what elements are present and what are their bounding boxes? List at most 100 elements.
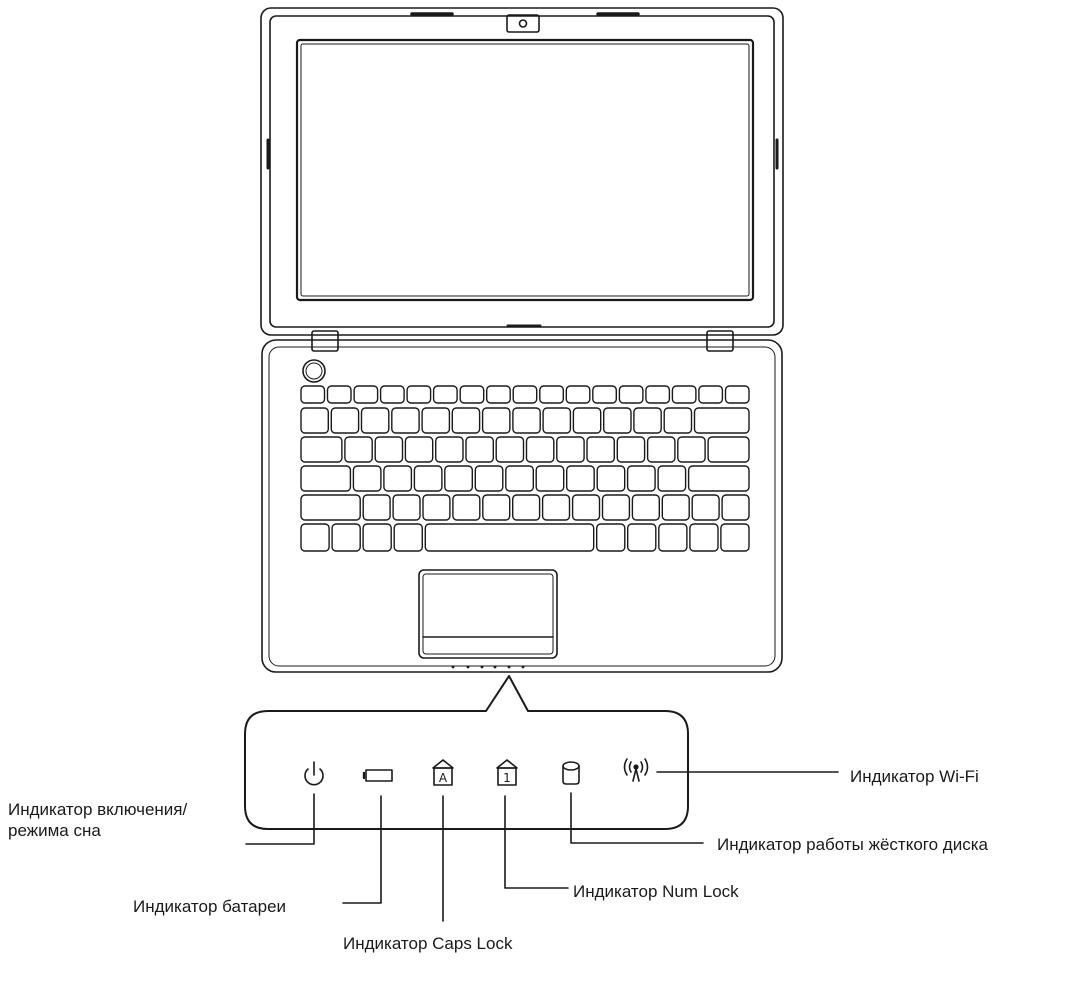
svg-text:A: A [439,771,448,785]
keyboard-key [353,385,379,404]
keyboard-key [452,494,481,521]
keyboard-key [331,523,361,552]
keyboard-key [556,436,585,463]
hdd-indicator-label: Индикатор работы жёсткого диска [717,835,988,854]
keyboard-key [541,494,571,521]
keyboard-key [486,385,511,404]
keyboard-key [413,465,443,492]
laptop-lid [260,7,784,336]
touchpad [418,569,558,659]
keyboard-key [505,465,534,492]
keyboard-key [626,465,656,492]
keyboard-key [535,465,565,492]
keyboard-key [633,407,662,434]
keyboard-key [542,407,572,434]
keyboard-key [393,523,424,552]
power-icon [304,761,324,786]
keyboard-key [352,465,382,492]
keyboard-key [300,465,352,492]
keyboard-key [693,407,750,434]
keyboard-key [592,385,617,404]
keyboard-key [482,494,511,521]
keyboard-key [698,385,724,404]
svg-text:1: 1 [503,771,511,785]
power-button [302,359,326,383]
keyboard-key [432,385,458,404]
keyboard-key [631,494,661,521]
keyboard-key [362,523,392,552]
keyboard-key [671,385,697,404]
battery-indicator-label: Индикатор батареи [133,897,287,916]
battery-leader [342,795,382,904]
wifi-icon [623,758,649,782]
keyboard-key [596,465,626,492]
num-leader [504,795,569,889]
left-hinge [311,330,339,352]
keyboard-key [424,523,595,552]
keyboard-key [658,523,688,552]
power-indicator-label: Индикатор включения/ режима сна [8,799,187,841]
keyboard-key [596,523,626,552]
keyboard-key [300,523,330,552]
keyboard-key [495,436,525,463]
keyboard-key [616,436,646,463]
keyboard-key [663,407,693,434]
keyboard-key [362,494,391,521]
keyboard-key [406,385,432,404]
keyboard-key [360,407,390,434]
keyboard-key [571,494,601,521]
keyboard-key [565,385,591,404]
keyboard-key [300,436,343,463]
keyboard-key [720,523,750,552]
keyboard-key [300,385,326,404]
num-lock-indicator-label: Индикатор Num Lock [573,882,739,901]
keyboard-key [687,465,750,492]
keyboard-key [383,465,413,492]
keyboard-key [721,494,750,521]
caps-lock-icon: A [432,759,454,786]
hdd-leader [570,792,704,844]
keyboard-key [657,465,687,492]
keyboard-key [618,385,644,404]
keyboard-key [601,494,631,521]
keyboard-key [344,436,373,463]
keyboard-key [451,407,481,434]
webcam-icon [506,14,540,33]
keyboard-key [512,385,538,404]
power-indicator-label-line2: режима сна [8,821,101,840]
num-lock-icon: 1 [496,759,518,786]
keyboard-key [404,436,434,463]
keyboard-key [603,407,632,434]
keyboard-key [300,407,329,434]
keyboard-key [465,436,494,463]
keyboard-key [326,385,352,404]
keyboard-key [586,436,615,463]
keyboard-key [525,436,555,463]
keyboard-key [444,465,473,492]
keyboard-key [481,407,511,434]
keyboard-key [572,407,602,434]
leader-lines [245,771,839,922]
keyboard-key [474,465,504,492]
keyboard-key [691,494,720,521]
hdd-icon [562,761,580,785]
keyboard-key [391,407,420,434]
keyboard-key [435,436,464,463]
power-leader [245,793,315,845]
caps-lock-indicator-label: Индикатор Caps Lock [343,934,513,953]
keyboard-key [512,494,541,521]
keyboard-key [379,385,405,404]
keyboard-key [392,494,421,521]
keyboard-key [330,407,360,434]
keyboard-key [646,436,676,463]
keyboard-key [421,407,451,434]
keyboard-key [422,494,451,521]
keyboard-key [707,436,750,463]
keyboard-key [627,523,657,552]
keyboard-key [661,494,690,521]
keyboard-key [539,385,564,404]
led-dots [451,665,525,669]
keyboard-key [300,494,361,521]
laptop-base [261,339,783,673]
